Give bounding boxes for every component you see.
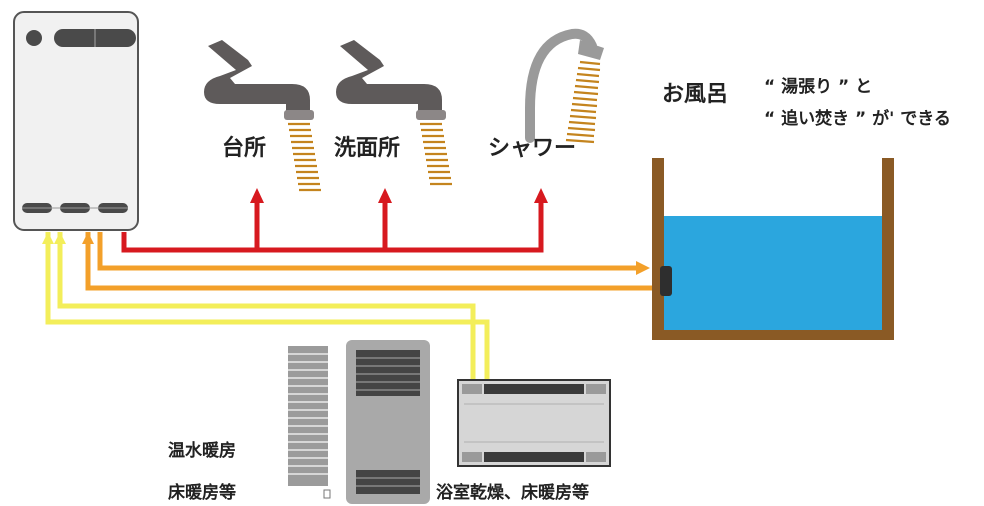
heating-label-line2: 床暖房等 — [168, 483, 236, 503]
bath-note-line1: “ 湯張り ” と — [764, 77, 873, 97]
power-knob-icon — [26, 30, 42, 46]
fan-convector-icon — [346, 340, 430, 504]
bath-adapter — [660, 266, 672, 296]
bath-water — [664, 216, 882, 330]
hot-water-main — [121, 200, 544, 253]
tub-right-wall — [882, 158, 894, 340]
bath-label: お風呂 — [662, 82, 729, 107]
bath-arrow-head-supply — [636, 261, 650, 275]
tub-floor — [652, 330, 894, 340]
kitchen-water-stream — [288, 122, 321, 192]
bath-pipe-supply — [97, 232, 640, 271]
shower-head-icon — [525, 28, 604, 143]
bath-arrow-head-return — [82, 232, 94, 244]
washroom-water-stream — [420, 122, 452, 186]
washroom-label: 洗面所 — [334, 136, 401, 161]
heating-pipe-inner — [57, 232, 476, 380]
heating-arrow-head-2 — [54, 232, 66, 244]
heating-arrow-head — [42, 232, 54, 244]
panel-radiator-icon — [288, 346, 331, 499]
washroom-faucet-icon — [336, 40, 446, 120]
washroom-arrow-head — [378, 188, 392, 203]
shower-label: シャワー — [488, 136, 577, 161]
hot-water-pipes — [121, 200, 544, 253]
bathroom-dryer-label: 浴室乾燥、床暖房等 — [436, 483, 589, 503]
tub-left-wall — [652, 158, 664, 340]
bathroom-dryer-icon — [457, 379, 611, 467]
bathtub — [652, 158, 894, 340]
bath-pipes — [85, 232, 660, 291]
heating-pipe-outer — [45, 232, 490, 380]
kitchen-arrow-head — [250, 188, 264, 203]
kitchen-label: 台所 — [222, 136, 267, 161]
shower-water-stream — [565, 60, 601, 144]
shower-arrow-head — [534, 188, 548, 203]
water-heater-unit — [13, 11, 139, 231]
heating-label-line1: 温水暖房 — [168, 441, 236, 461]
kitchen-faucet-icon — [204, 40, 314, 120]
bath-pipe-return — [85, 232, 660, 291]
bath-note-line2: “ 追い焚き ” が' できる — [764, 109, 951, 129]
